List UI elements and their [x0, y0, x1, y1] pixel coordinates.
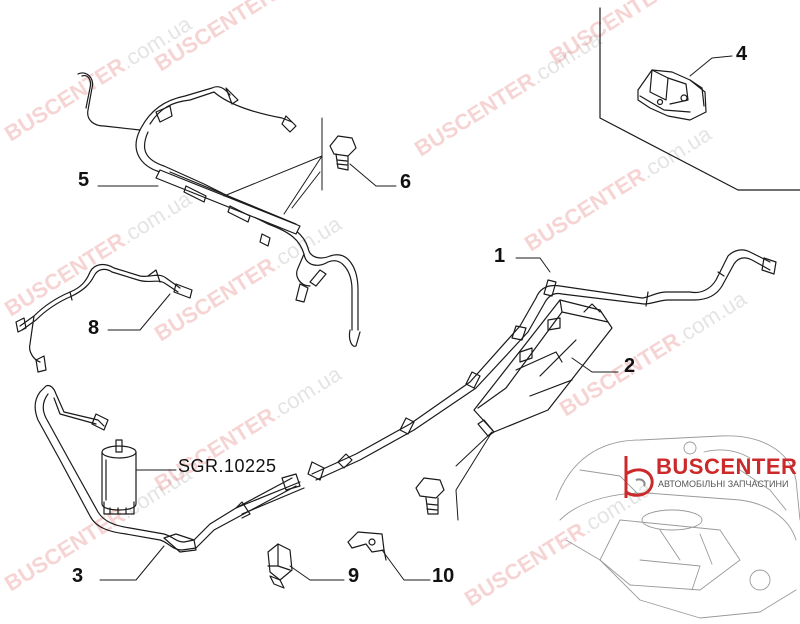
leader-3: [99, 545, 165, 581]
leader-4: [689, 55, 733, 77]
vehicle-illustration: [555, 435, 800, 619]
bracket-part-10: [347, 531, 387, 561]
leader-bolt: [455, 431, 493, 521]
bracket-part-2: [473, 299, 613, 437]
leader-5c: [283, 155, 323, 215]
leader-5b: [223, 155, 323, 197]
logo-mark: [624, 456, 654, 498]
leader-5d: [291, 171, 321, 209]
bolt-part-6: [329, 135, 357, 171]
reference-code: SGR.10225: [178, 456, 277, 476]
leader-9: [289, 565, 345, 581]
pipe-link: [241, 487, 305, 515]
callout-9: 9: [348, 565, 360, 587]
pipe-link: [235, 481, 301, 509]
pipe-part-8: [15, 263, 193, 373]
logo-name: BUSCENTER: [656, 454, 798, 479]
fuel-filter: [101, 439, 137, 515]
callout-1: 1: [494, 245, 506, 267]
callout-8: 8: [88, 317, 100, 339]
callout-4: 4: [736, 43, 748, 65]
logo-subtitle: АВТОМОБІЛЬНІ ЗАПЧАСТИНИ: [658, 479, 789, 489]
bolt: [415, 477, 445, 515]
leader-bolt-b: [455, 431, 493, 467]
callout-10: 10: [432, 565, 455, 587]
leader-1: [515, 257, 551, 273]
buscenter-logo: BUSCENTER АВТОМОБІЛЬНІ ЗАПЧАСТИНИ: [620, 452, 797, 502]
leader-6: [349, 163, 397, 187]
leader-2: [571, 357, 619, 373]
pipe-part-3: [34, 384, 301, 553]
leader-lines: [97, 55, 733, 581]
pipe-part-1: [307, 249, 777, 481]
clip-part-4: [637, 69, 707, 121]
leader-8: [107, 293, 171, 331]
clip-part-9: [267, 543, 293, 589]
leader-10: [381, 549, 431, 581]
callout-5: 5: [78, 169, 90, 191]
detail-frame: [599, 7, 800, 191]
callout-6: 6: [400, 171, 412, 193]
callout-3: 3: [72, 565, 84, 587]
pipe-assembly-part-5: [77, 72, 361, 347]
callout-2: 2: [624, 355, 636, 377]
